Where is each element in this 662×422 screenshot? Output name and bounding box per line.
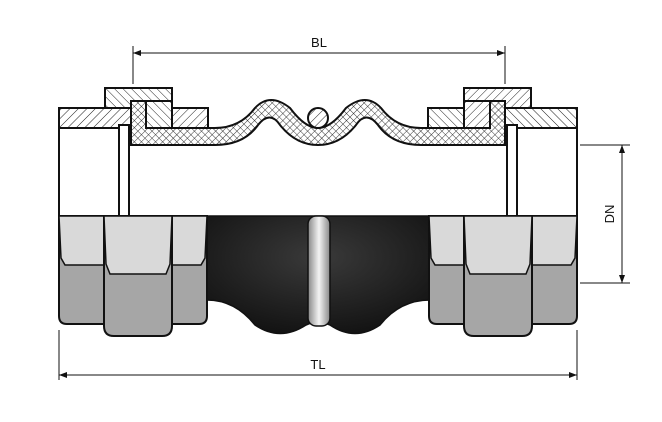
dn-label: DN [602, 205, 617, 224]
reinforcement-ring-section [307, 107, 329, 129]
tl-label: TL [310, 357, 325, 372]
reinforcing-ring [307, 215, 331, 327]
dn-dimension: DN [580, 144, 630, 284]
bellows-section [130, 99, 506, 147]
bl-label: BL [311, 35, 327, 50]
tl-dimension: TL [58, 330, 578, 380]
bl-dimension: BL [132, 35, 506, 84]
